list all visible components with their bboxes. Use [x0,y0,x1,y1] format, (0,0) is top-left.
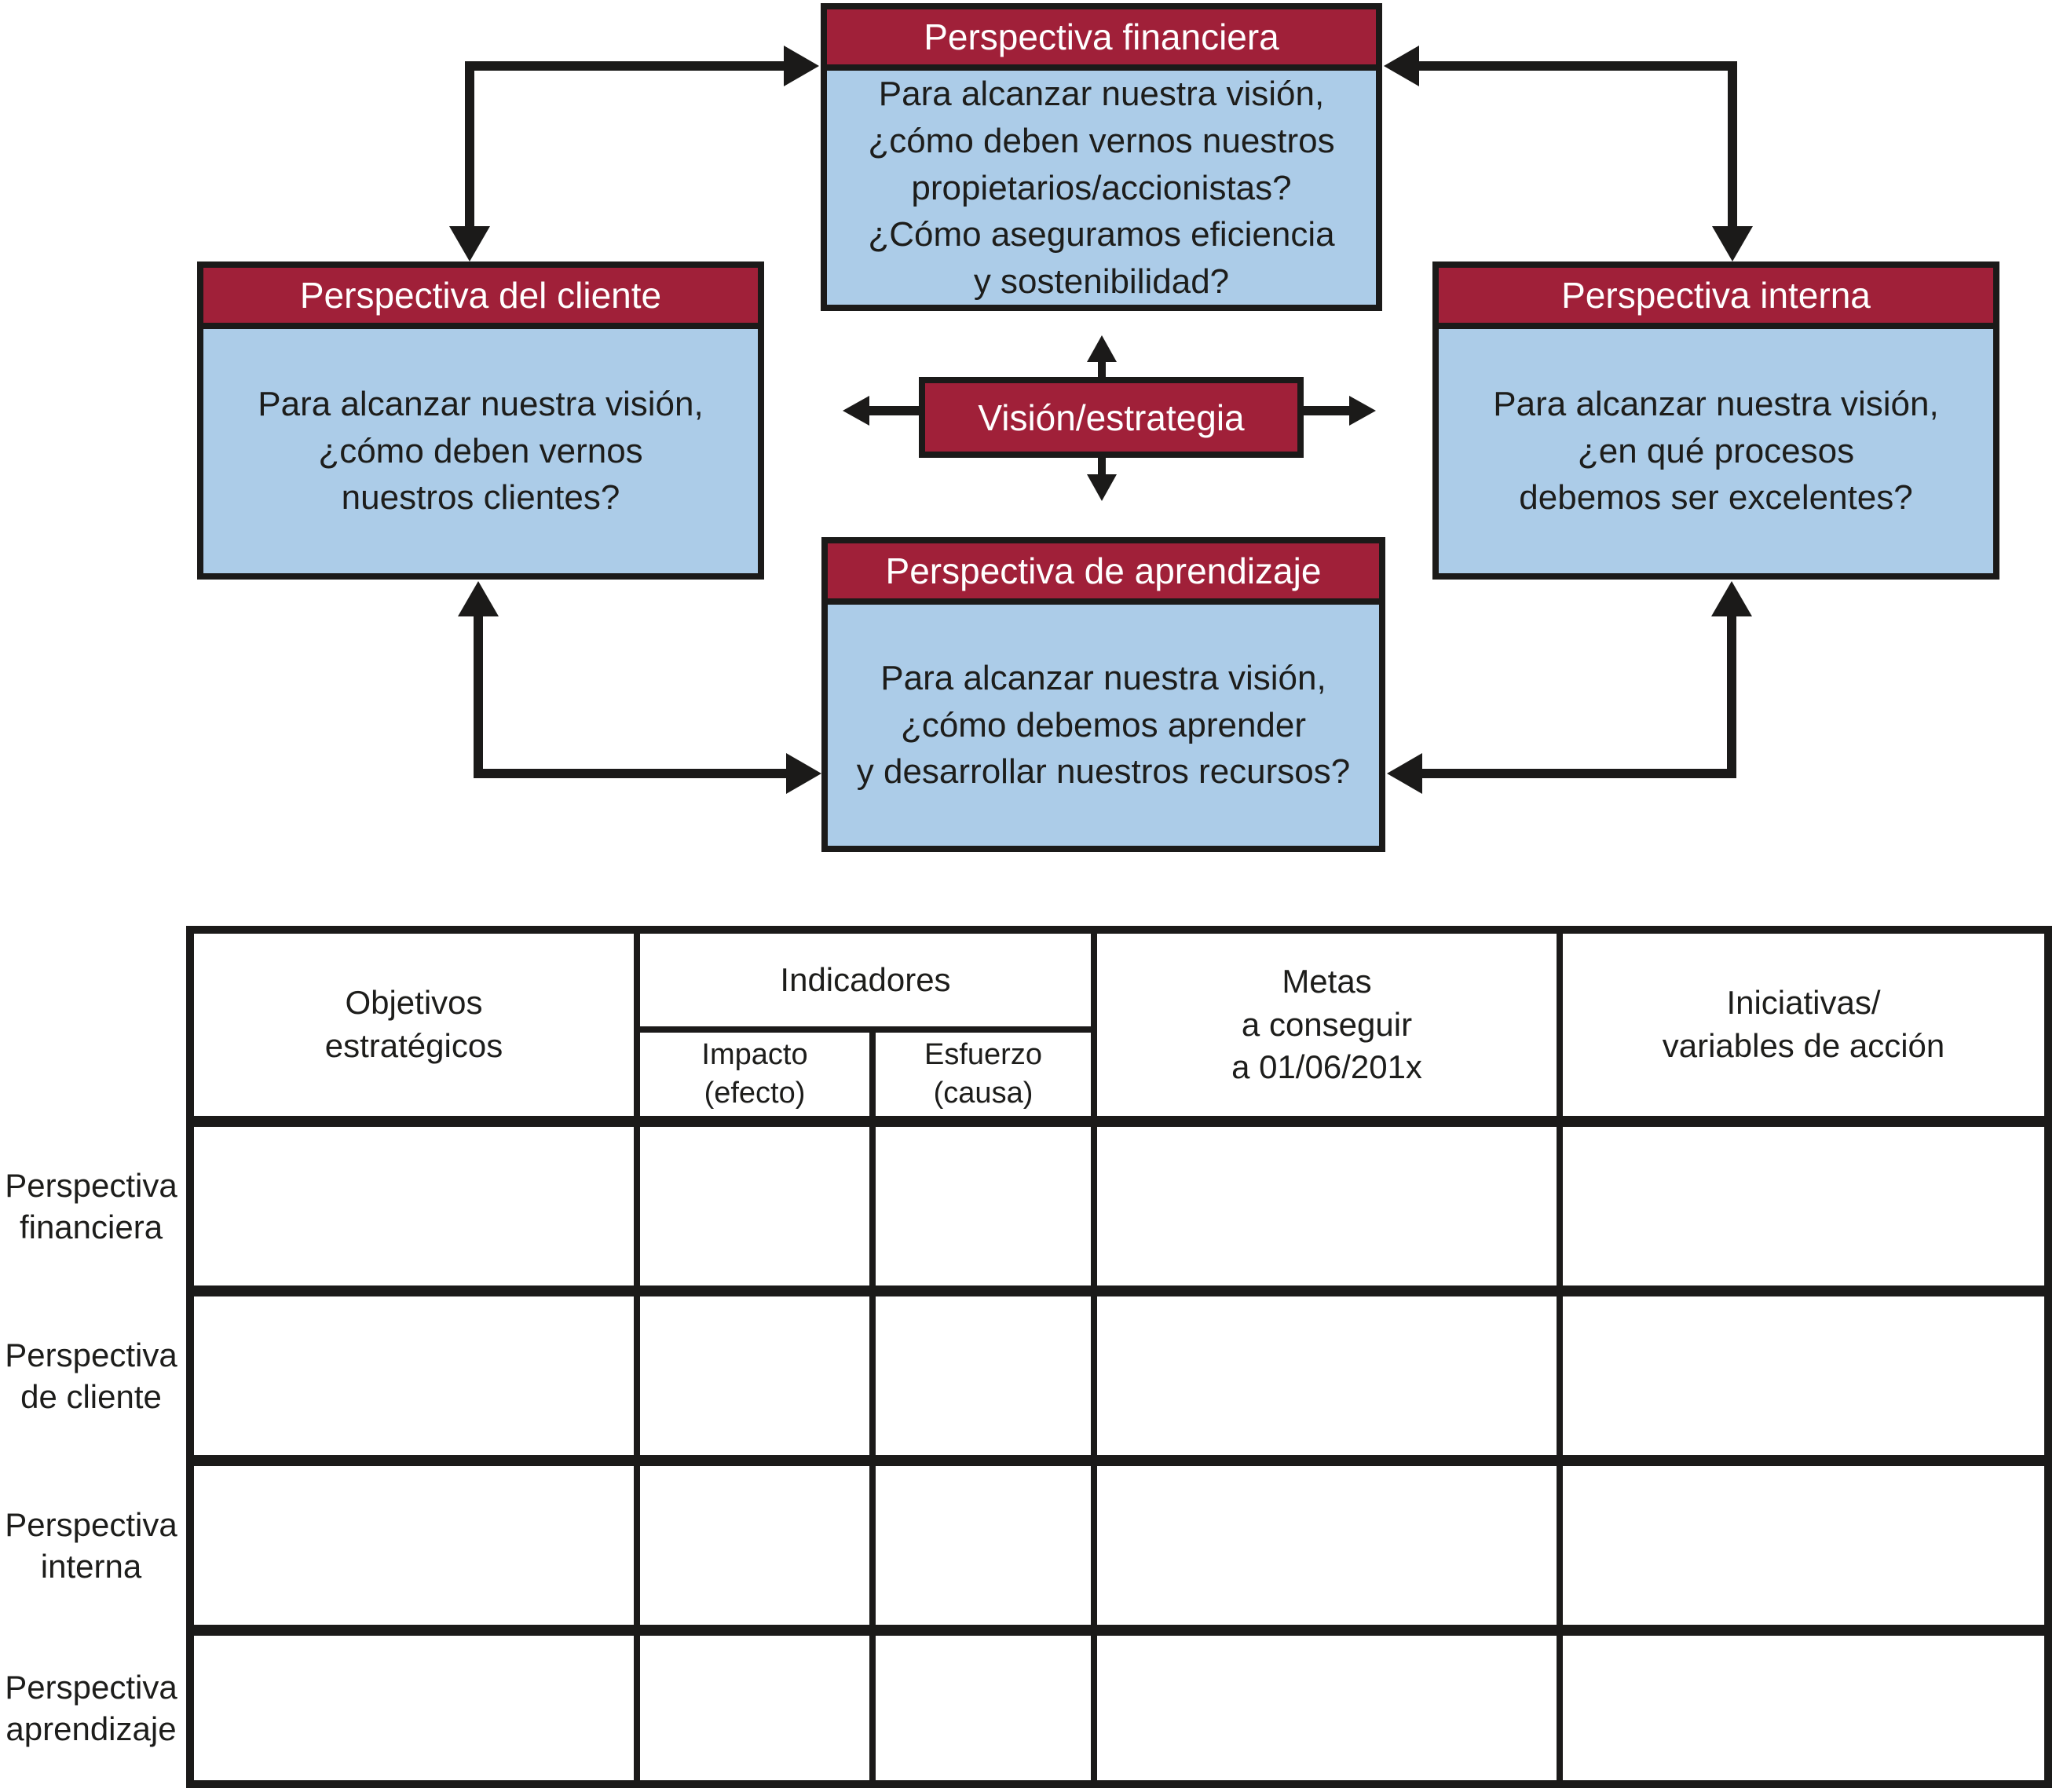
customer-perspective-question: Para alcanzar nuestra visión, ¿cómo debe… [258,384,704,517]
table-cell-r1c4 [1094,1127,1560,1296]
financial-perspective-title: Perspectiva financiera [827,9,1376,71]
table-cell-r4c4 [1094,1636,1560,1780]
vision-arrow-right-stem [1304,406,1351,415]
table-cell-r2c3 [873,1296,1094,1466]
arrowhead-up-icon [1711,581,1752,616]
arrowhead-down-icon [449,226,490,261]
table-cell-r4c2 [637,1636,873,1780]
internal-perspective-box: Perspectiva interna Para alcanzar nuestr… [1432,261,1999,580]
arrowhead-left-icon [1387,753,1422,794]
vision-arrow-left-stem [868,406,919,415]
column-header-objectives: Objetivos estratégicos [324,984,503,1064]
table-hline-indicators-split [634,1026,1097,1033]
arrowhead-up-icon [458,581,499,616]
column-header-indicators: Indicadores [780,960,951,998]
table-cell-r4c1 [194,1636,637,1780]
row-label-financial: Perspectiva financiera [5,1166,177,1245]
arrowhead-right-icon [784,46,819,86]
table-vline-indicators-goals [1091,934,1097,1780]
learning-perspective-title: Perspectiva de aprendizaje [828,543,1379,605]
row-label-learning: Perspectiva aprendizaje [5,1668,177,1747]
customer-perspective-title: Perspectiva del cliente [203,268,758,329]
vision-arrow-up-icon [1087,335,1117,362]
column-header-effort: Esfuerzo (causa) [924,1038,1042,1110]
table-cell-r3c4 [1094,1466,1560,1636]
arrow-internal-financial-hline [1419,61,1737,71]
customer-perspective-box: Perspectiva del cliente Para alcanzar nu… [197,261,764,580]
table-cell-r1c3 [873,1127,1094,1296]
table-cell-r1c2 [637,1127,873,1296]
internal-perspective-question: Para alcanzar nuestra visión, ¿en qué pr… [1493,384,1939,517]
row-label-customer: Perspectiva de cliente [5,1336,177,1415]
row-label-internal: Perspectiva interna [5,1505,177,1585]
arrowhead-down-icon [1712,226,1753,261]
vision-arrow-up-stem [1098,360,1106,377]
table-hline-header-bottom [194,1116,2044,1127]
vision-arrow-down-icon [1087,474,1117,501]
table-hline-row2 [194,1455,2044,1466]
table-cell-r2c1 [194,1296,637,1466]
scorecard-table: Objetivos estratégicos Indicadores Impac… [186,926,2052,1788]
table-cell-r3c3 [873,1466,1094,1636]
table-cell-r4c5 [1560,1636,2044,1780]
table-vline-impact-effort [869,1026,876,1780]
arrow-customer-financial-hline [465,61,784,71]
table-vline-objectives-indicators [634,934,640,1780]
internal-perspective-title: Perspectiva interna [1439,268,1993,329]
financial-perspective-question: Para alcanzar nuestra visión, ¿cómo debe… [868,75,1335,302]
table-vline-goals-initiatives [1557,934,1563,1780]
arrow-internal-financial-vline [1728,61,1737,228]
arrow-customer-learning-vline [474,615,483,778]
vision-strategy-box: Visión/estrategia [919,377,1304,458]
table-cell-r3c5 [1560,1466,2044,1636]
table-hline-row1 [194,1285,2044,1296]
column-header-goals: Metas a conseguir a 01/06/201x [1231,963,1422,1086]
table-cell-r2c2 [637,1296,873,1466]
table-cell-r2c4 [1094,1296,1560,1466]
vision-arrow-down-stem [1098,458,1106,476]
table-cell-r4c3 [873,1636,1094,1780]
arrow-customer-financial-vline [465,61,474,228]
table-cell-r3c1 [194,1466,637,1636]
arrow-customer-learning-hline [474,769,786,778]
arrow-internal-learning-hline [1422,769,1736,778]
arrowhead-right-icon [786,753,821,794]
table-cell-r1c5 [1560,1127,2044,1296]
table-cell-r1c1 [194,1127,637,1296]
table-cell-r3c2 [637,1466,873,1636]
learning-perspective-box: Perspectiva de aprendizaje Para alcanzar… [821,537,1385,852]
column-header-impact: Impacto (efecto) [701,1038,808,1110]
vision-arrow-left-icon [843,396,869,426]
column-header-initiatives: Iniciativas/ variables de acción [1662,984,1945,1064]
learning-perspective-question: Para alcanzar nuestra visión, ¿cómo debe… [856,658,1351,792]
arrow-internal-learning-vline [1727,615,1736,778]
financial-perspective-box: Perspectiva financiera Para alcanzar nue… [821,3,1382,311]
arrowhead-left-icon [1384,46,1419,86]
vision-arrow-right-icon [1349,396,1376,426]
table-cell-r2c5 [1560,1296,2044,1466]
table-hline-row3 [194,1625,2044,1636]
